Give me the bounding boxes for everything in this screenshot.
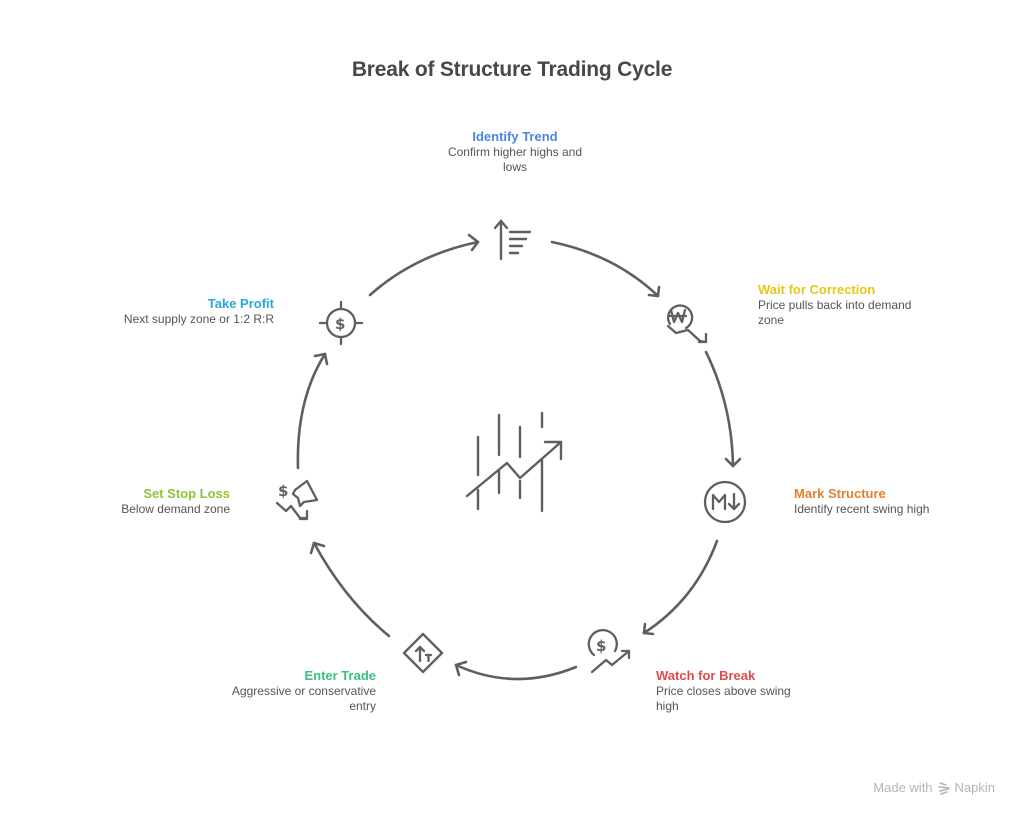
step-description: Confirm higher highs and lows [447, 145, 583, 174]
step-description: Below demand zone [121, 502, 230, 516]
step-description: Aggressive or conservative entry [231, 684, 376, 713]
sort-ascending-icon [493, 219, 532, 261]
step-title: Enter Trade [304, 668, 376, 683]
arrow-icon [309, 541, 391, 638]
svg-text:$: $ [596, 637, 606, 655]
direction-sign-icon [402, 632, 444, 674]
step-title: Identify Trend [472, 129, 558, 144]
step-title: Wait for Correction [758, 282, 876, 297]
step-description: Next supply zone or 1:2 R:R [123, 312, 274, 326]
svg-text:$: $ [335, 315, 345, 333]
step-mark-structure: Mark Structure Identify recent swing hig… [794, 486, 994, 517]
step-set-stop-loss: Set Stop Loss Below demand zone [80, 486, 230, 517]
step-description: Price pulls back into demand zone [758, 298, 912, 327]
arrow-icon [454, 660, 578, 681]
napkin-watermark: Made with Napkin [873, 780, 995, 795]
step-enter-trade: Enter Trade Aggressive or conservative e… [196, 668, 376, 714]
step-take-profit: Take Profit Next supply zone or 1:2 R:R [74, 296, 274, 327]
step-title: Watch for Break [656, 668, 756, 683]
dollar-trend-up-icon: $ [587, 629, 631, 674]
napkin-brand-text: Napkin [954, 780, 995, 795]
step-wait-for-correction: Wait for Correction Price pulls back int… [758, 282, 928, 328]
step-description: Identify recent swing high [794, 502, 930, 516]
markdown-circle-icon [703, 480, 747, 524]
napkin-logo-icon [937, 781, 950, 795]
arrow-icon [296, 352, 329, 470]
made-with-text: Made with [873, 780, 933, 795]
rising-chart-icon [465, 411, 563, 513]
svg-text:$: $ [278, 482, 288, 500]
money-loss-icon: $ [275, 479, 319, 521]
arrow-icon [704, 350, 742, 468]
step-identify-trend: Identify Trend Confirm higher highs and … [430, 129, 600, 175]
won-currency-down-icon [666, 304, 708, 344]
arrow-icon [368, 233, 480, 297]
step-title: Mark Structure [794, 486, 886, 501]
arrow-icon [642, 539, 719, 636]
dollar-target-icon: $ [318, 300, 364, 346]
diagram-title: Break of Structure Trading Cycle [351, 58, 673, 81]
step-watch-for-break: Watch for Break Price closes above swing… [656, 668, 816, 714]
arrow-icon [550, 240, 661, 298]
step-title: Take Profit [207, 296, 274, 311]
step-description: Price closes above swing high [656, 684, 791, 713]
step-title: Set Stop Loss [143, 486, 230, 501]
